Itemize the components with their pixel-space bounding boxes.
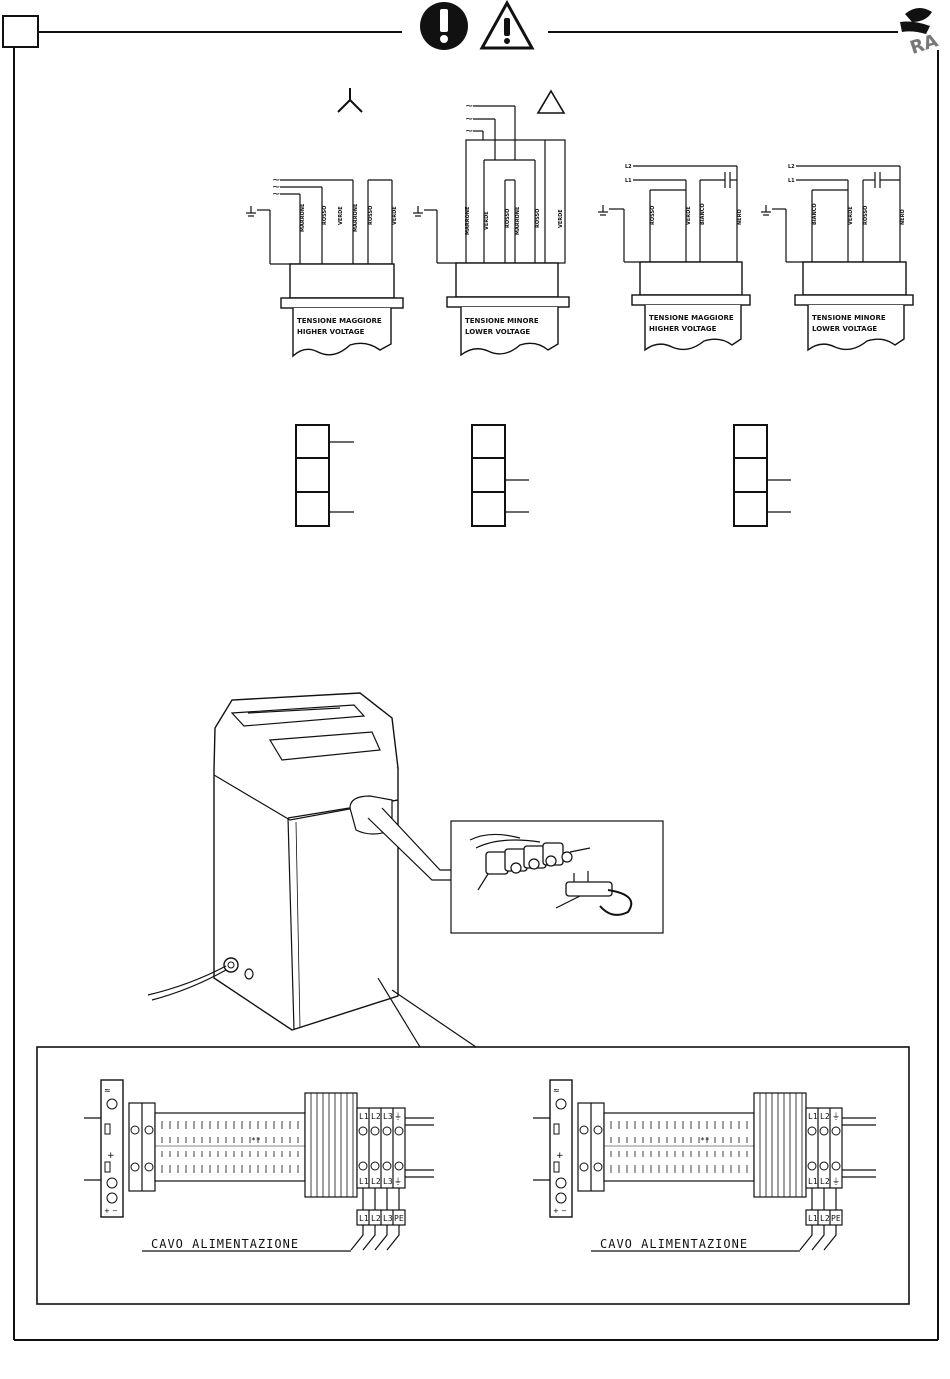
cable-caption: CAVO ALIMENTAZIONE xyxy=(151,1237,299,1251)
svg-text:+ −: + − xyxy=(104,1207,118,1215)
terminal-label: L1 xyxy=(808,1112,818,1121)
cable-label: L2 xyxy=(820,1214,830,1223)
line-label: L2 xyxy=(788,164,795,170)
wire-label: BIANCO xyxy=(700,203,706,225)
svg-text:~: ~ xyxy=(465,114,473,125)
terminal-label: L2 xyxy=(371,1177,381,1186)
wire-label: MARRONE xyxy=(353,203,359,232)
star-connection-symbol xyxy=(337,88,363,113)
svg-text:⏚: ⏚ xyxy=(832,1177,840,1186)
svg-text:~: ~ xyxy=(465,126,473,137)
marker-text: ** xyxy=(251,1136,261,1145)
terminal-label: L2 xyxy=(820,1177,830,1186)
voltage-label: TENSIONE MINORE xyxy=(812,314,886,322)
wire-label: MARRONE xyxy=(300,203,306,232)
terminal-box: ≈ + + − ** L1 L2 L3 ⏚ xyxy=(36,1046,910,1305)
terminal-strip-three-phase: ≈ + + − ** L1 L2 L3 ⏚ xyxy=(84,1079,434,1252)
svg-text:≈: ≈ xyxy=(104,1086,111,1095)
ground-icon xyxy=(598,205,608,216)
terminal-label: L2 xyxy=(371,1112,381,1121)
wire-label: MARRONE xyxy=(465,206,471,235)
wire-label: ROSSO xyxy=(368,206,374,225)
wiring-panel-single-phase-higher: L2 L1 ROSSO VERDE BIANCO NERO TE xyxy=(598,164,751,352)
machine-cabinet-illustration xyxy=(147,692,455,1031)
svg-text:⏚: ⏚ xyxy=(394,1112,402,1121)
line-label: L1 xyxy=(625,178,632,184)
wire-label: VERDE xyxy=(338,206,344,225)
wire-label: VERDE xyxy=(848,206,854,225)
voltage-label: TENSIONE MAGGIORE xyxy=(297,317,382,325)
marker-text: ** xyxy=(700,1136,710,1145)
wire-label: VERDE xyxy=(484,211,490,230)
wire-label: BIANCO xyxy=(812,203,818,225)
logo-text: RA xyxy=(908,30,941,59)
wire-label: VERDE xyxy=(558,209,564,228)
svg-text:≈: ≈ xyxy=(553,1086,560,1095)
terminal-label: L1 xyxy=(359,1112,369,1121)
capacitor-icon xyxy=(863,172,900,188)
cable-label: PE xyxy=(394,1214,404,1223)
connector-detail-inset xyxy=(450,820,664,934)
cable-label: L1 xyxy=(359,1214,369,1223)
wire-label: NERO xyxy=(737,209,743,225)
terminal-label: L3 xyxy=(383,1112,393,1121)
wire-label: ROSSO xyxy=(650,206,656,225)
wiring-panel-star: ~ ~ ~ MARRONE ROSSO VERDE MARRONE ROSSO … xyxy=(246,175,404,358)
wire-label: MARRONE xyxy=(515,206,521,235)
warning-triangle-icon xyxy=(479,0,535,50)
voltage-label: HIGHER VOLTAGE xyxy=(649,325,717,333)
exclamation-circle-icon xyxy=(420,2,468,50)
page-frame xyxy=(2,15,939,1341)
svg-text:⏚: ⏚ xyxy=(832,1112,840,1121)
voltage-label: TENSIONE MAGGIORE xyxy=(649,314,734,322)
brand-logo: RA xyxy=(900,7,941,59)
wire-label: NERO xyxy=(900,209,906,225)
ground-icon xyxy=(761,205,771,216)
svg-text:~: ~ xyxy=(272,182,280,193)
jumper-block-single-phase xyxy=(733,424,791,527)
voltage-label: LOWER VOLTAGE xyxy=(812,325,877,333)
voltage-label: HIGHER VOLTAGE xyxy=(297,328,365,336)
svg-text:~: ~ xyxy=(465,101,473,112)
svg-text:+ −: + − xyxy=(553,1207,567,1215)
wire-label: VERDE xyxy=(686,206,692,225)
svg-text:~: ~ xyxy=(272,189,280,200)
terminal-label: L3 xyxy=(383,1177,393,1186)
ground-icon xyxy=(413,206,423,217)
wire-label: ROSSO xyxy=(863,206,869,225)
wiring-panel-single-phase-lower: L2 L1 BIANCO VERDE ROSSO NERO TENSIONE M… xyxy=(761,164,914,352)
delta-connection-symbol xyxy=(536,89,566,114)
voltage-label: LOWER VOLTAGE xyxy=(465,328,530,336)
terminal-label: L2 xyxy=(820,1112,830,1121)
wire-label: ROSSO xyxy=(535,209,541,228)
svg-text:+: + xyxy=(556,1151,564,1161)
cable-caption: CAVO ALIMENTAZIONE xyxy=(600,1237,748,1251)
terminal-label: L1 xyxy=(359,1177,369,1186)
terminal-label: L1 xyxy=(808,1177,818,1186)
cable-label: PE xyxy=(831,1214,841,1223)
ground-icon xyxy=(246,206,256,217)
svg-text:~: ~ xyxy=(272,175,280,186)
cable-label: L1 xyxy=(808,1214,818,1223)
terminal-separators xyxy=(161,1093,803,1197)
svg-text:+: + xyxy=(107,1151,115,1161)
line-label: L2 xyxy=(625,164,632,170)
voltage-label: TENSIONE MINORE xyxy=(465,317,539,325)
wiring-panel-delta: ~ ~ ~ MARRONE VERDE ROSSO MARRONE ROSSO … xyxy=(413,101,570,357)
terminal-strip-single-phase: ≈ + + − ** L1 L2 ⏚ xyxy=(533,1079,876,1252)
svg-text:⏚: ⏚ xyxy=(394,1177,402,1186)
jumper-block-delta xyxy=(471,424,529,527)
line-label: L1 xyxy=(788,178,795,184)
wire-label: ROSSO xyxy=(322,206,328,225)
cable-label: L3 xyxy=(383,1214,393,1223)
jumper-block-star xyxy=(295,424,354,527)
wire-label: ROSSO xyxy=(505,209,511,228)
capacitor-icon xyxy=(700,172,737,188)
cable-label: L2 xyxy=(371,1214,381,1223)
wire-label: VERDE xyxy=(392,206,398,225)
